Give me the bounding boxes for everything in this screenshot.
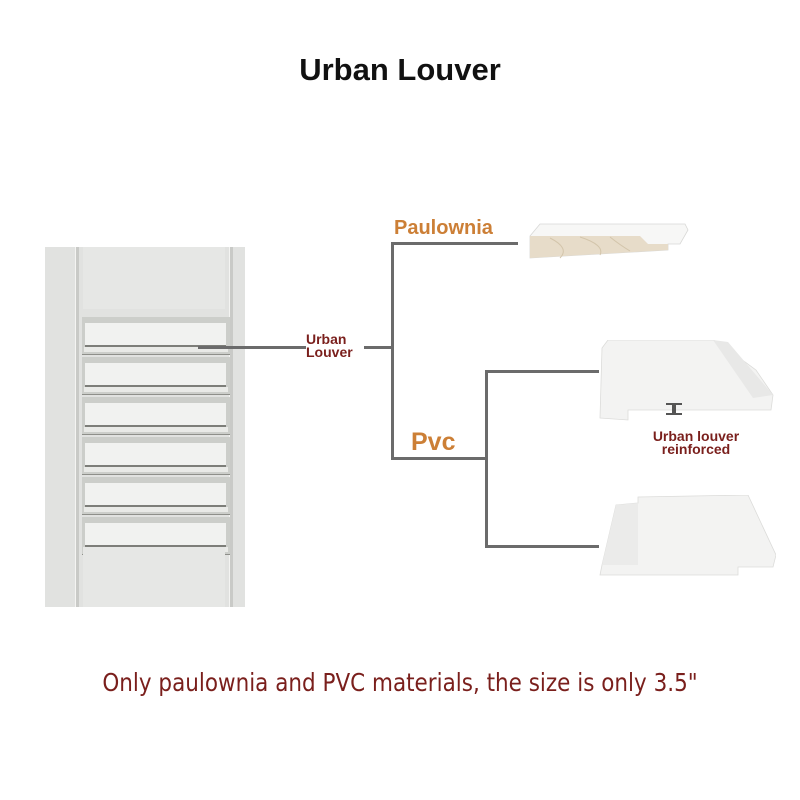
shutter-image bbox=[45, 247, 245, 607]
louver-blade bbox=[82, 477, 230, 515]
branch-label-pvc: Pvc bbox=[411, 428, 456, 456]
connector-line bbox=[198, 346, 306, 349]
branch-label-paulownia: Paulownia bbox=[394, 217, 493, 239]
louver-stack bbox=[82, 317, 230, 557]
caption-line1: Urban louver bbox=[652, 428, 740, 444]
caption-line2: reinforced bbox=[661, 441, 731, 457]
connector-line bbox=[364, 346, 394, 349]
shutter-top-panel bbox=[83, 247, 225, 309]
root-label-line1: Urban bbox=[306, 331, 347, 347]
pvc-reinforced-profile-image bbox=[599, 340, 774, 421]
shutter-bottom-panel bbox=[83, 547, 225, 607]
pvc-standard-profile-image bbox=[599, 495, 776, 576]
connector-line bbox=[391, 242, 518, 245]
footer-note: Only paulownia and PVC materials, the si… bbox=[102, 668, 698, 697]
paulownia-profile-image bbox=[529, 223, 689, 259]
louver-blade bbox=[82, 397, 230, 435]
connector-line bbox=[391, 242, 394, 460]
louver-blade bbox=[82, 317, 230, 355]
root-label: Urban Louver bbox=[306, 331, 353, 360]
root-label-line2: Louver bbox=[306, 344, 353, 360]
louver-blade bbox=[82, 437, 230, 475]
connector-line bbox=[485, 370, 488, 548]
caption-reinforced: Urban louver reinforced bbox=[636, 428, 756, 457]
connector-line bbox=[485, 545, 599, 548]
page-title: Urban Louver bbox=[299, 52, 501, 87]
connector-line bbox=[485, 370, 599, 373]
connector-line bbox=[391, 457, 487, 460]
louver-blade bbox=[82, 357, 230, 395]
shutter-stile-left bbox=[75, 247, 79, 607]
